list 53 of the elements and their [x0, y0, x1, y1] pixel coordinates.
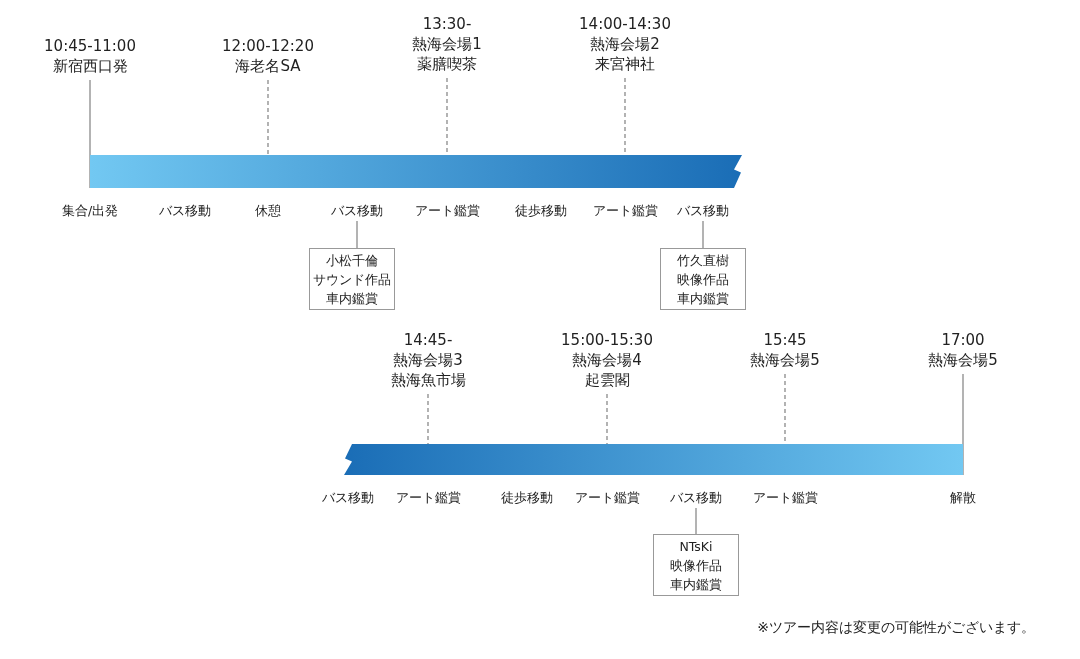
leader-line	[962, 373, 964, 476]
activity-label: アート鑑賞	[414, 204, 480, 218]
box-text: 竹久直樹	[677, 252, 729, 270]
place-label: 熱海魚市場	[390, 370, 466, 390]
info-box	[660, 248, 746, 310]
activity-label: アート鑑賞	[592, 204, 658, 218]
activity-label: アート鑑賞	[752, 491, 818, 505]
activity-label: アート鑑賞	[395, 491, 461, 505]
info-box	[653, 534, 739, 596]
time-label: 12:00-12:20	[222, 36, 314, 56]
time-label: 10:45-11:00	[44, 36, 136, 56]
box-text: 小松千倫	[326, 252, 378, 270]
leader-line	[89, 79, 91, 189]
place-label: 起雲閣	[584, 370, 630, 390]
activity-label: 徒歩移動	[515, 204, 567, 218]
time-label: 14:00-14:30	[579, 14, 671, 34]
activity-label: バス移動	[331, 204, 383, 218]
activity-label: アート鑑賞	[574, 491, 640, 505]
place-label: 熱海会場5	[928, 350, 998, 370]
box-text: 車内鑑賞	[670, 576, 722, 594]
connector-line	[702, 220, 704, 249]
box-text: NTsKi	[679, 538, 713, 556]
place-label: 新宿西口発	[52, 56, 128, 76]
info-box	[309, 248, 395, 310]
connector-line	[695, 507, 697, 535]
connector-line	[356, 220, 358, 249]
activity-label: 集合/出発	[61, 204, 119, 218]
box-text: 車内鑑賞	[326, 290, 378, 308]
time-label: 14:45-	[403, 330, 453, 350]
activity-label: 解散	[950, 491, 976, 505]
activity-label: バス移動	[322, 491, 374, 505]
activity-label: バス移動	[159, 204, 211, 218]
place-label: 熱海会場4	[572, 350, 642, 370]
activity-label: バス移動	[677, 204, 729, 218]
activity-label: バス移動	[670, 491, 722, 505]
time-label: 15:45	[763, 330, 807, 350]
box-text: 映像作品	[670, 557, 722, 575]
activity-label: 徒歩移動	[501, 491, 553, 505]
place-label: 熱海会場3	[393, 350, 463, 370]
box-text: 車内鑑賞	[677, 290, 729, 308]
place-label: 熱海会場2	[590, 34, 660, 54]
time-label: 13:30-	[422, 14, 472, 34]
place-label: 熱海会場5	[750, 350, 820, 370]
place-label: 海老名SA	[235, 56, 301, 76]
note-text: ※ツアー内容は変更の可能性がございます。	[757, 619, 1035, 637]
place-label: 薬膳喫茶	[417, 54, 477, 74]
place-label: 熱海会場1	[412, 34, 482, 54]
place-label: 来宮神社	[595, 54, 655, 74]
box-text: サウンド作品	[313, 271, 391, 289]
time-label: 17:00	[941, 330, 985, 350]
time-label: 15:00-15:30	[561, 330, 653, 350]
box-text: 映像作品	[677, 271, 729, 289]
activity-label: 休憩	[255, 204, 281, 218]
